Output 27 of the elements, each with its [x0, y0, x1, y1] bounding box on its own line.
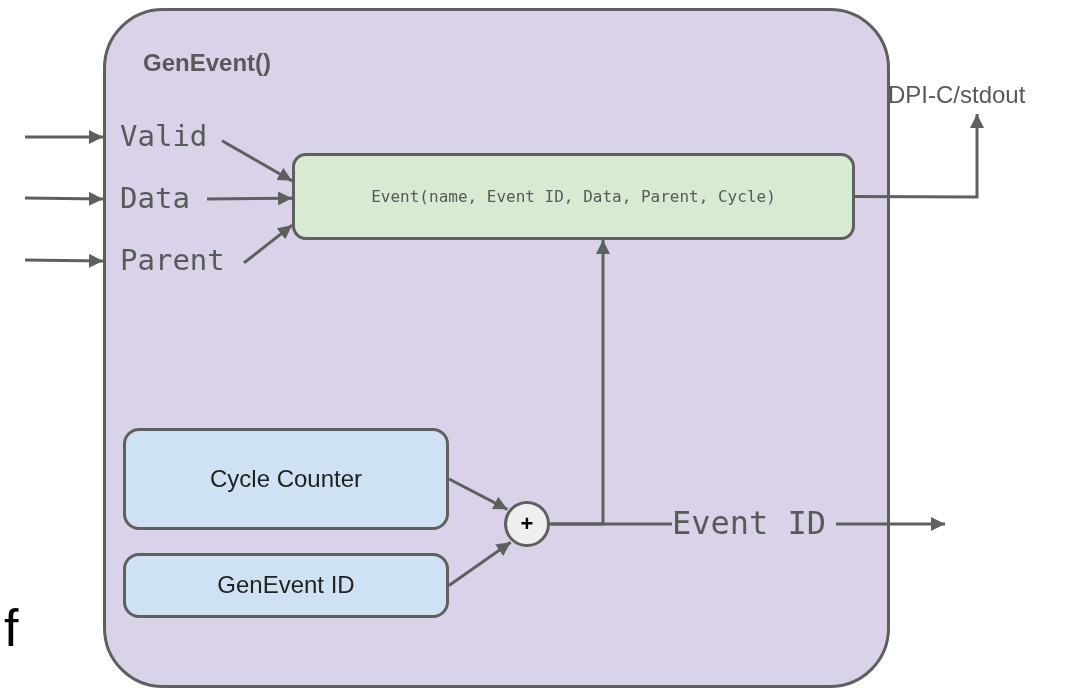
arrow	[25, 130, 103, 144]
counter-box	[123, 428, 449, 530]
arrow	[207, 191, 292, 206]
module-title: GenEvent()	[143, 49, 271, 77]
panel-letter: f	[4, 598, 19, 658]
port-label: Data	[120, 183, 190, 215]
arrow	[448, 541, 512, 587]
plus-sign: +	[520, 511, 534, 537]
output-label: DPI-C/stdout	[888, 81, 1026, 109]
connector-line	[550, 522, 672, 526]
arrow	[448, 477, 509, 511]
arrow	[855, 114, 984, 199]
box-label: Event(name, Event ID, Data, Parent, Cycle)	[371, 187, 776, 206]
port-label: Parent	[120, 245, 225, 277]
arrow	[24, 191, 104, 206]
box-label: Cycle Counter	[209, 465, 363, 493]
module-frame	[103, 8, 890, 688]
adder-circle	[504, 501, 550, 547]
box-label: GenEvent ID	[217, 572, 355, 599]
arrow	[243, 224, 293, 265]
arrow	[24, 253, 104, 268]
id-box	[123, 553, 449, 618]
arrow	[221, 139, 293, 183]
port-label: Valid	[120, 121, 208, 153]
arrow	[836, 517, 945, 531]
output-label: Event ID	[672, 506, 827, 542]
event-box	[292, 153, 855, 240]
